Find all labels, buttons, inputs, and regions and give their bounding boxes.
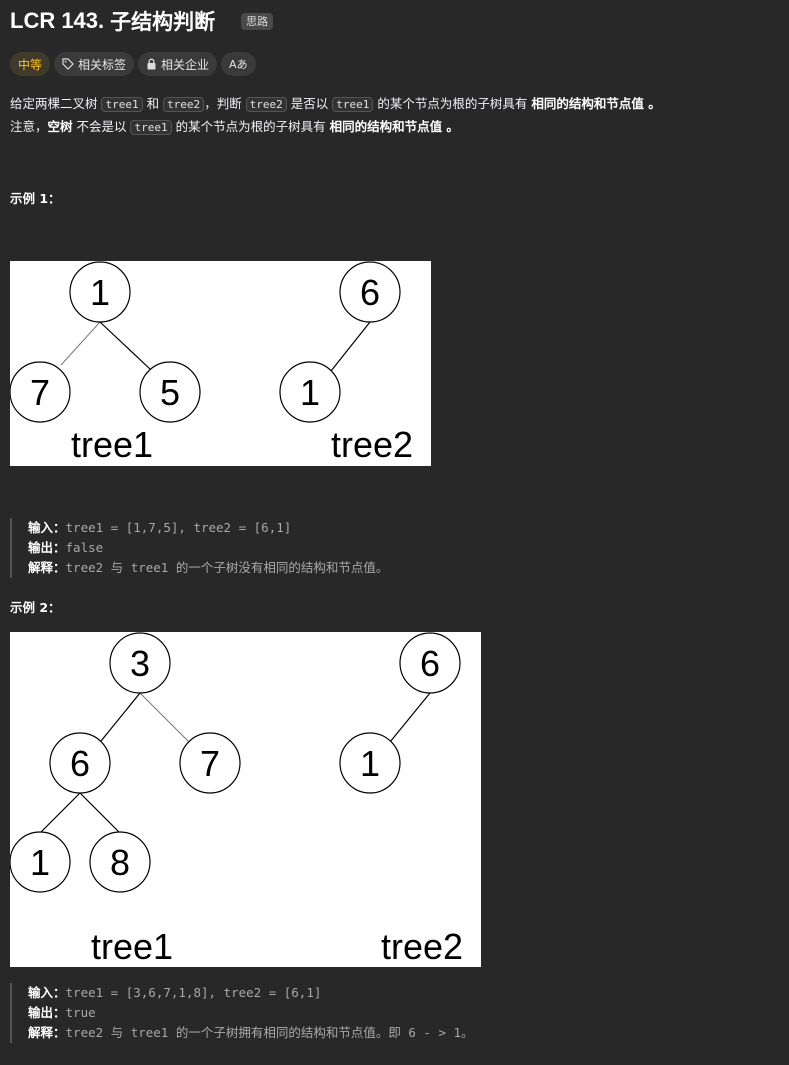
problem-title: LCR 143. 子结构判断 思路 (10, 6, 274, 36)
translate-icon: Aあ (229, 58, 248, 71)
tree-node: 1 (9, 831, 71, 893)
inline-code: tree1 (332, 97, 374, 112)
text: ，判断 (204, 96, 246, 111)
text: 的某个节点为根的子树具有 (373, 96, 532, 111)
explanation-value: tree2 与 tree1 的一个子树没有相同的结构和节点值。 (65, 560, 389, 575)
tag-row: 中等 相关标签 相关企业 Aあ (10, 52, 256, 76)
hint-badge[interactable]: 思路 (241, 12, 274, 30)
explanation-line: 解释：tree2 与 tree1 的一个子树拥有相同的结构和节点值。即 6 - … (28, 1023, 474, 1043)
node-label: 6 (420, 643, 440, 684)
input-label: 输入： (28, 520, 66, 535)
tag-icon (62, 58, 74, 70)
text: 给定两棵二叉树 (10, 96, 102, 111)
node-label: 7 (200, 743, 220, 784)
node-label: 6 (360, 272, 380, 313)
related-companies-label: 相关企业 (161, 57, 210, 72)
output-line: 输出：true (28, 1003, 474, 1023)
explanation-label: 解释： (28, 1025, 66, 1040)
tree-edge (139, 692, 190, 743)
output-label: 输出： (28, 540, 66, 555)
output-value: false (65, 540, 104, 555)
input-value: tree1 = [3,6,7,1,8], tree2 = [6,1] (65, 985, 322, 1000)
output-label: 输出： (28, 1005, 66, 1020)
tree-node: 7 (9, 361, 71, 423)
example-1-io: 输入：tree1 = [1,7,5], tree2 = [6,1] 输出：fal… (10, 518, 388, 578)
tree-node: 5 (139, 361, 201, 423)
tree-node: 7 (179, 732, 241, 794)
problem-number: LCR 143. (10, 8, 105, 33)
node-label: 5 (160, 372, 180, 413)
node-label: 7 (30, 372, 50, 413)
tree-node: 6 (339, 261, 401, 323)
tree1-label: tree1 (71, 424, 153, 465)
node-label: 3 (130, 643, 150, 684)
tree-edge (100, 692, 141, 742)
example-1-tree-diagram: 1 7 5 6 1 tree1 tree2 (9, 261, 413, 465)
text: 注意， (10, 119, 48, 134)
node-label: 6 (70, 743, 90, 784)
difficulty-badge: 中等 (10, 52, 51, 76)
inline-code: tree1 (101, 97, 143, 112)
example-1-image: 1 7 5 6 1 tree1 tree2 (9, 261, 431, 466)
tree-node: 3 (109, 632, 171, 694)
input-line: 输入：tree1 = [3,6,7,1,8], tree2 = [6,1] (28, 983, 474, 1003)
bold-text: 。 (643, 96, 661, 111)
related-tags-label: 相关标签 (78, 57, 127, 72)
description-line-2: 注意，空树 不会是以 tree1 的某个节点为根的子树具有 相同的结构和节点值 … (10, 116, 661, 139)
example-2-tree-diagram: 3 6 7 1 8 6 1 tree1 tree2 (9, 632, 463, 967)
tree-node: 6 (49, 732, 111, 794)
tree-edge (389, 692, 431, 743)
tree-edge (60, 321, 101, 366)
related-companies-button[interactable]: 相关企业 (138, 52, 218, 76)
node-label: 1 (90, 272, 110, 313)
related-tags-button[interactable]: 相关标签 (54, 52, 135, 76)
tree-edge (99, 321, 151, 370)
node-label: 1 (360, 743, 380, 784)
tree1-label: tree1 (91, 926, 173, 967)
input-label: 输入： (28, 985, 66, 1000)
output-value: true (65, 1005, 96, 1020)
text: 是否以 (286, 96, 333, 111)
example-2-image: 3 6 7 1 8 6 1 tree1 tree2 (9, 632, 481, 967)
text: 的某个节点为根的子树具有 (171, 119, 330, 134)
explanation-label: 解释： (28, 560, 66, 575)
text: 和 (142, 96, 164, 111)
input-line: 输入：tree1 = [1,7,5], tree2 = [6,1] (28, 518, 388, 538)
input-value: tree1 = [1,7,5], tree2 = [6,1] (65, 520, 292, 535)
node-label: 1 (30, 842, 50, 883)
output-line: 输出：false (28, 538, 388, 558)
tree-node: 1 (69, 261, 131, 323)
example-2-io: 输入：tree1 = [3,6,7,1,8], tree2 = [6,1] 输出… (10, 983, 474, 1043)
tree-edge (79, 792, 120, 833)
bold-text: 相同的结构和节点值 (531, 96, 644, 111)
bold-text: 相同的结构和节点值 (329, 119, 443, 134)
lock-icon (146, 58, 157, 70)
explanation-line: 解释：tree2 与 tree1 的一个子树没有相同的结构和节点值。 (28, 558, 388, 578)
inline-code: tree1 (130, 120, 172, 135)
example-1-title: 示例 1： (10, 191, 61, 206)
tree-node: 8 (89, 831, 151, 893)
inline-code: tree2 (163, 97, 205, 112)
inline-code: tree2 (245, 97, 287, 112)
problem-description: 给定两棵二叉树 tree1 和 tree2，判断 tree2 是否以 tree1… (10, 93, 661, 139)
example-2-title: 示例 2： (10, 600, 61, 615)
tree-node: 1 (279, 361, 341, 423)
explanation-value: tree2 与 tree1 的一个子树拥有相同的结构和节点值。即 6 - > 1… (65, 1025, 474, 1040)
description-line-1: 给定两棵二叉树 tree1 和 tree2，判断 tree2 是否以 tree1… (10, 93, 661, 116)
difficulty-label: 中等 (18, 57, 43, 72)
tree-edge (330, 321, 371, 372)
tree2-label: tree2 (381, 926, 463, 967)
font-toggle-button[interactable]: Aあ (221, 52, 256, 76)
tree2-label: tree2 (331, 424, 413, 465)
tree-node: 6 (399, 632, 461, 694)
node-label: 1 (300, 372, 320, 413)
tree-edge (40, 792, 81, 833)
node-label: 8 (110, 842, 130, 883)
bold-text: 空树 (47, 119, 73, 134)
tree-node: 1 (339, 732, 401, 794)
text: 不会是以 (72, 119, 131, 134)
bold-text: 。 (442, 119, 459, 134)
problem-name: 子结构判断 (110, 10, 216, 34)
